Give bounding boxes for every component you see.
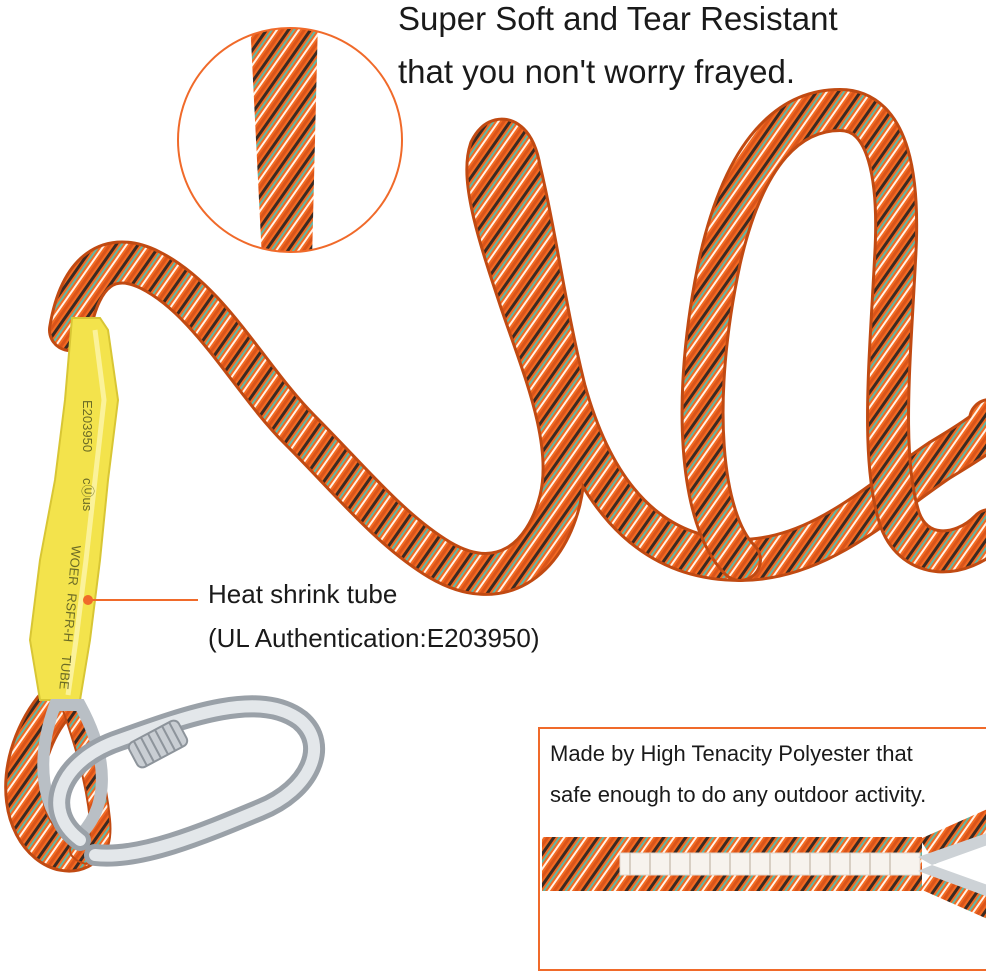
zoom-detail-circle <box>177 27 403 253</box>
tube-print-4: RSFR-H <box>61 593 80 643</box>
material-callout-line-2: safe enough to do any outdoor activity. <box>550 782 927 807</box>
product-scene: E203950 cⓊus WOER RSFR-H TUBE <box>4 27 986 873</box>
material-callout-box <box>538 727 986 971</box>
heat-shrink-tube: E203950 cⓊus WOER RSFR-H TUBE <box>28 317 120 701</box>
carabiner <box>48 695 326 867</box>
material-callout-line-1: Made by High Tenacity Polyester that <box>550 741 913 766</box>
headline-line-1: Super Soft and Tear Resistant <box>398 0 838 37</box>
headline-line-2: that you non't worry frayed. <box>398 53 795 90</box>
rope <box>4 87 986 873</box>
splice-detail <box>542 809 986 919</box>
tube-print-2: cⓊus <box>80 478 95 512</box>
tube-print-1: E203950 <box>80 400 95 452</box>
tube-callout-line-2: (UL Authentication:E203950) <box>208 623 540 653</box>
tube-print-5: TUBE <box>56 654 74 690</box>
tube-callout-pointer <box>83 595 198 605</box>
tube-callout-line-1: Heat shrink tube <box>208 579 398 609</box>
tube-print-3: WOER <box>65 545 83 587</box>
